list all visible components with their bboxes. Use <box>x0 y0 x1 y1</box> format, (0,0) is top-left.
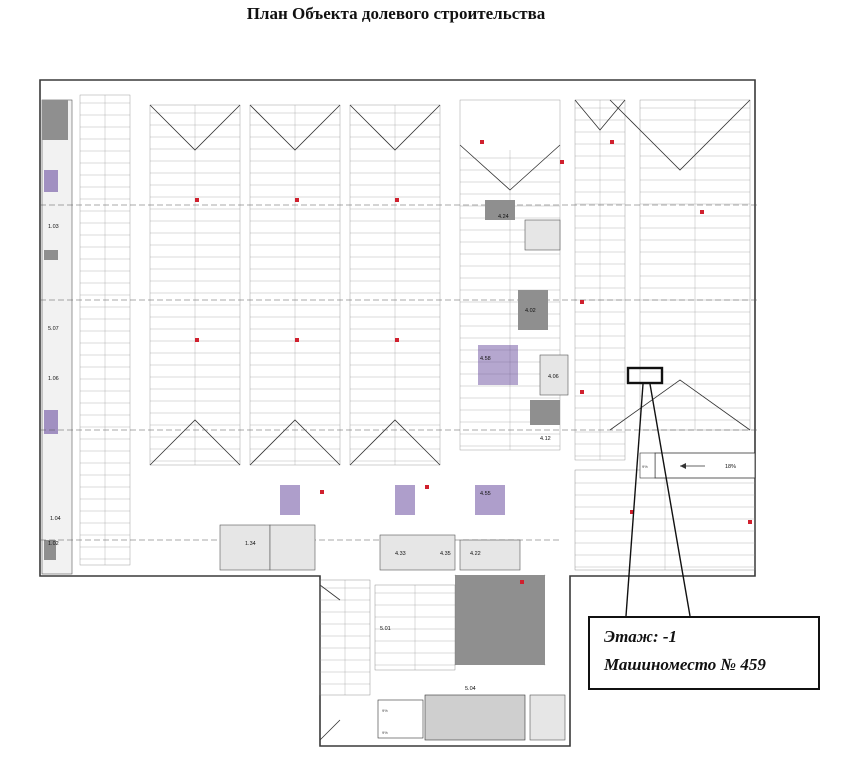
building-outline <box>39 79 756 747</box>
parking-space-label: Машиноместо № 459 <box>604 655 766 674</box>
svg-text:9%: 9% <box>382 730 388 735</box>
ramp-9-lower: 9% 9% <box>377 699 424 739</box>
column-marker <box>700 210 704 214</box>
column-marker <box>195 338 199 342</box>
room-label: 1.06 <box>48 376 59 382</box>
room-label: 4.24 <box>498 214 509 220</box>
room-label: 1.34 <box>245 541 256 547</box>
ramp-18: 18% 9% <box>639 452 756 479</box>
column-marker <box>630 510 634 514</box>
room-label: 4.58 <box>480 356 491 362</box>
room-label: 4.02 <box>525 308 536 314</box>
svg-text:9%: 9% <box>642 464 648 469</box>
room-label: 1.02 <box>48 541 59 547</box>
room-label: 4.55 <box>480 491 491 497</box>
column-marker <box>295 338 299 342</box>
column-marker <box>520 580 524 584</box>
column-marker <box>395 338 399 342</box>
room-label: 4.35 <box>440 551 451 557</box>
room-label: 1.04 <box>50 516 61 522</box>
column-marker <box>580 300 584 304</box>
column-marker <box>195 198 199 202</box>
column-marker <box>320 490 324 494</box>
room-label: 5.01 <box>380 626 391 632</box>
svg-text:9%: 9% <box>382 708 388 713</box>
parking-space-459 <box>625 366 691 617</box>
left-service-strip <box>41 99 73 575</box>
column-marker <box>610 140 614 144</box>
room-label: 4.12 <box>540 436 551 442</box>
room-label: 5.07 <box>48 326 59 332</box>
floor-label: Этаж: -1 <box>604 627 678 646</box>
column-marker <box>748 520 752 524</box>
column-marker <box>580 390 584 394</box>
column-marker <box>560 160 564 164</box>
column-marker <box>295 198 299 202</box>
red-markers <box>195 140 752 584</box>
room-label: 5.04 <box>465 686 476 692</box>
service-rooms <box>219 200 569 741</box>
room-label: 1.03 <box>48 224 59 230</box>
ramp-18-label: 18% <box>725 464 736 470</box>
location-callout: Этаж: -1 Машиноместо № 459 <box>588 616 820 690</box>
parking-stalls <box>80 95 755 695</box>
page-title: План Объекта долевого строительства <box>246 4 546 23</box>
column-marker <box>395 198 399 202</box>
column-marker <box>480 140 484 144</box>
room-labels: 1.34 4.33 4.22 4.24 4.02 4.58 4.06 4.12 5.01 5.04… <box>48 214 559 692</box>
room-label: 4.33 <box>395 551 406 557</box>
room-label: 4.22 <box>470 551 481 557</box>
room-label: 4.06 <box>548 374 559 380</box>
column-marker <box>425 485 429 489</box>
